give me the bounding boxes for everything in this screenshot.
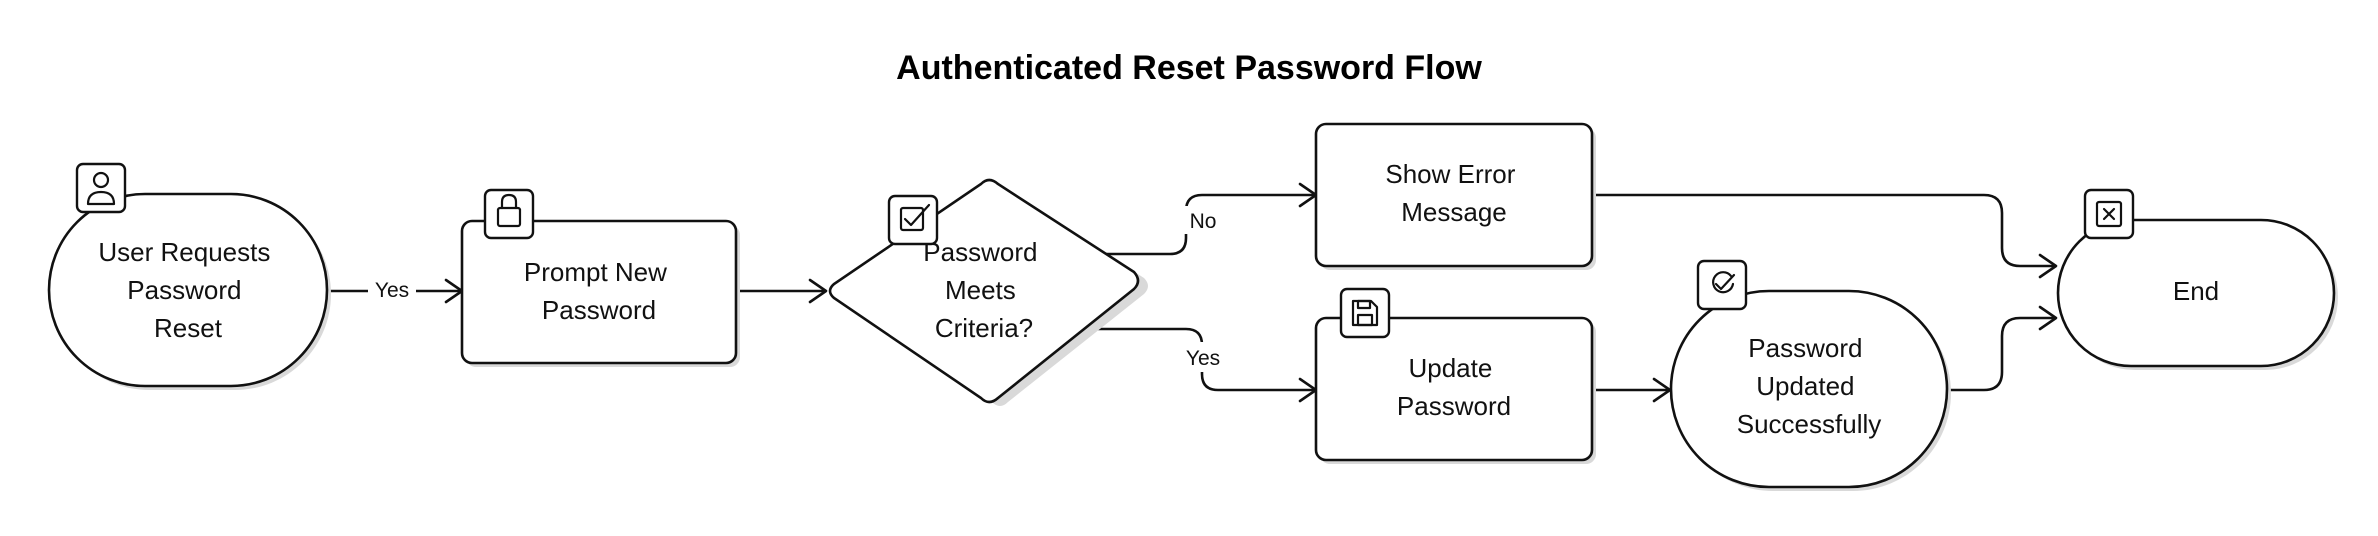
checkbox-icon	[887, 194, 939, 246]
lock-icon	[483, 188, 535, 240]
node-label: Password Updated Successfully	[1737, 333, 1882, 439]
node-user-requests-reset: User Requests Password Reset	[47, 192, 331, 390]
check-circle-icon	[1696, 259, 1748, 311]
node-label: Show Error Message	[1385, 159, 1522, 227]
edge-error-to-end	[1593, 193, 2056, 268]
edge-label-yes-decision: Yes	[1186, 347, 1220, 370]
node-password-updated-successfully: Password Updated Successfully	[1669, 289, 1951, 491]
user-icon	[75, 162, 127, 214]
node-label: User Requests Password Reset	[98, 237, 277, 343]
close-box-icon	[2083, 188, 2135, 240]
node-prompt-new-password: Prompt New Password	[460, 219, 740, 367]
edges: Yes No Yes	[326, 182, 2058, 403]
node-show-error-message: Show Error Message	[1314, 122, 1596, 270]
node-password-meets-criteria: Password Meets Criteria?	[828, 178, 1148, 406]
node-label: End	[2173, 276, 2219, 306]
node-update-password: Update Password	[1314, 316, 1596, 464]
edge-label-no: No	[1190, 210, 1217, 233]
node-label: Update Password	[1397, 353, 1511, 421]
node-label: Prompt New Password	[524, 257, 674, 325]
save-icon	[1339, 287, 1391, 339]
edge-label-yes-start: Yes	[375, 279, 409, 302]
edge-success-to-end	[1948, 316, 2056, 392]
node-label: Password Meets Criteria?	[923, 237, 1044, 343]
diagram-title: Authenticated Reset Password Flow	[896, 49, 1482, 87]
node-end: End	[2056, 218, 2338, 370]
